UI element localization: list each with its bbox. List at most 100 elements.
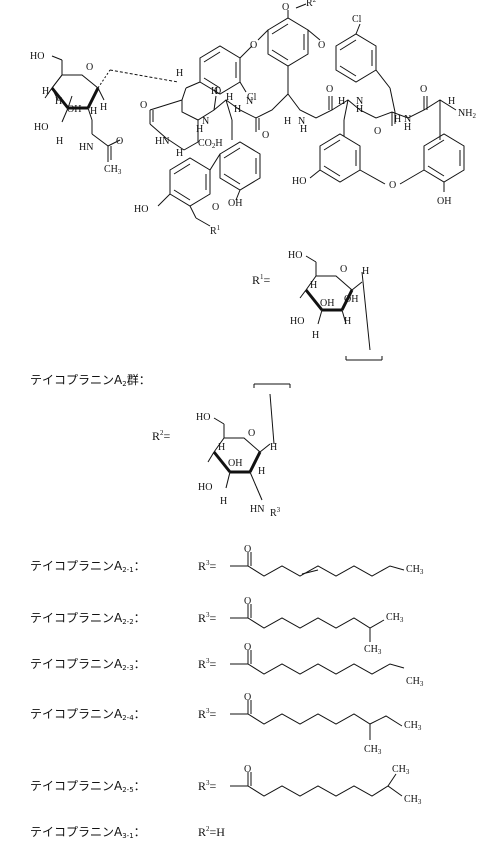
- variant-name: テイコプラニンA3-1：: [30, 825, 146, 840]
- h-label: H: [300, 124, 307, 135]
- ch3-label: CH3: [392, 764, 410, 776]
- h-label: H: [176, 148, 183, 159]
- n-label: N: [246, 96, 253, 107]
- h-label: H: [356, 104, 363, 115]
- n-label: N: [298, 116, 305, 127]
- ch3-label: CH3: [406, 676, 424, 688]
- o-label: O: [244, 692, 251, 703]
- o-label: O: [374, 126, 381, 137]
- ho-label: HO: [196, 412, 210, 423]
- r2-label: R2: [306, 0, 317, 9]
- r2-eq-label: R2=H: [198, 825, 225, 839]
- ring-o-label: O: [86, 62, 93, 73]
- variant-a2-2: テイコプラニンA2-2： R3= O CH3 CH3: [30, 596, 404, 656]
- variant-a3-1: テイコプラニンA3-1： R2=H: [30, 825, 225, 840]
- ho-label: HO: [292, 176, 306, 187]
- r3-eq-label: R3=: [198, 779, 217, 793]
- ch3-label: CH3: [364, 744, 382, 756]
- r2-def-label: R2=: [152, 429, 171, 443]
- o-label: O: [262, 130, 269, 141]
- cl-label: Cl: [352, 14, 362, 25]
- oh-label: OH: [228, 458, 242, 469]
- hn-label: HN: [155, 136, 169, 147]
- r1-def-label: R1=: [252, 273, 271, 287]
- h-label: H: [42, 86, 49, 97]
- h-label: H: [344, 316, 351, 327]
- main-structure: HO O H H OH HO H H H HN O CH3 Cl: [30, 0, 476, 237]
- o-label: O: [140, 100, 147, 111]
- r3-eq-label: R3=: [198, 657, 217, 671]
- o-label: O: [250, 40, 257, 51]
- ho-label: HO: [134, 204, 148, 215]
- oh-label: OH: [67, 104, 81, 115]
- n-label: N: [404, 114, 411, 125]
- ch3-label: CH3: [404, 720, 422, 732]
- ho-label: HO: [30, 51, 44, 62]
- h-label: H: [211, 86, 218, 97]
- o-label: O: [244, 642, 251, 653]
- h-label: H: [404, 122, 411, 133]
- r3-label: R3: [270, 506, 281, 519]
- h-label: H: [270, 442, 277, 453]
- oh-label: OH: [344, 294, 358, 305]
- ch3-label: CH3: [386, 612, 404, 624]
- h-label: H: [258, 466, 265, 477]
- h-label: H: [218, 442, 225, 453]
- hn-label: HN: [250, 504, 264, 515]
- variant-name: テイコプラニンA2-2：: [30, 611, 146, 626]
- variant-a2-3: テイコプラニンA2-3： R3= O CH3: [30, 642, 424, 688]
- o-label: O: [282, 2, 289, 13]
- variant-name: テイコプラニンA2-3：: [30, 657, 146, 672]
- h-label: H: [234, 104, 241, 115]
- o-label: O: [389, 180, 396, 191]
- h-label: H: [90, 106, 97, 117]
- h-label: H: [394, 114, 401, 125]
- ho-label: HO: [34, 122, 48, 133]
- o-label: O: [340, 264, 347, 275]
- r3-eq-label: R3=: [198, 611, 217, 625]
- glcnac-sugar: HO O H H OH HO H H H HN O CH3: [30, 51, 179, 176]
- n-label: N: [202, 116, 209, 127]
- h-label: H: [362, 266, 369, 277]
- ho-label: HO: [198, 482, 212, 493]
- n-label: N: [356, 96, 363, 107]
- h-label: H: [312, 330, 319, 341]
- o-label: O: [420, 84, 427, 95]
- variant-name: テイコプラニンA2-5：: [30, 779, 146, 794]
- h-label: H: [55, 96, 62, 107]
- ho-label: HO: [290, 316, 304, 327]
- o-label: O: [244, 596, 251, 607]
- h-label: H: [338, 96, 345, 107]
- o-label: O: [248, 428, 255, 439]
- r2-substituent: R2= HO O H H OH HO H H HN R3: [152, 383, 291, 519]
- h-label: H: [196, 124, 203, 135]
- co2h-label: CO2H: [198, 138, 223, 150]
- nh2-label: NH2: [458, 108, 476, 120]
- group-label: テイコプラニンA2群：: [30, 373, 151, 388]
- ch3-label: CH3: [104, 164, 122, 176]
- variant-a2-1: テイコプラニンA2-1： R3= O CH3: [30, 544, 424, 577]
- variant-a2-5: テイコプラニンA2-5： R3= O CH3 CH3: [30, 764, 422, 806]
- oh-label: OH: [320, 298, 334, 309]
- o-label: O: [116, 136, 123, 147]
- variant-a2-4: テイコプラニンA2-4： R3= O CH3 CH3: [30, 692, 422, 756]
- r1-label: R1: [210, 224, 221, 237]
- variant-name: テイコプラニンA2-1：: [30, 559, 146, 574]
- o-label: O: [244, 544, 251, 555]
- o-label: O: [212, 202, 219, 213]
- o-label: O: [326, 84, 333, 95]
- ch3-label: CH3: [406, 564, 424, 576]
- ch3-label: CH3: [364, 644, 382, 656]
- ch3-label: CH3: [404, 794, 422, 806]
- h-label: H: [284, 116, 291, 127]
- oh-label: OH: [228, 198, 242, 209]
- oh-label: OH: [437, 196, 451, 207]
- r3-eq-label: R3=: [198, 559, 217, 573]
- h-label: H: [448, 96, 455, 107]
- cl-label: Cl: [247, 92, 257, 103]
- h-label: H: [226, 92, 233, 103]
- r3-eq-label: R3=: [198, 707, 217, 721]
- o-label: O: [318, 40, 325, 51]
- h-label: H: [310, 280, 317, 291]
- ho-label: HO: [288, 250, 302, 261]
